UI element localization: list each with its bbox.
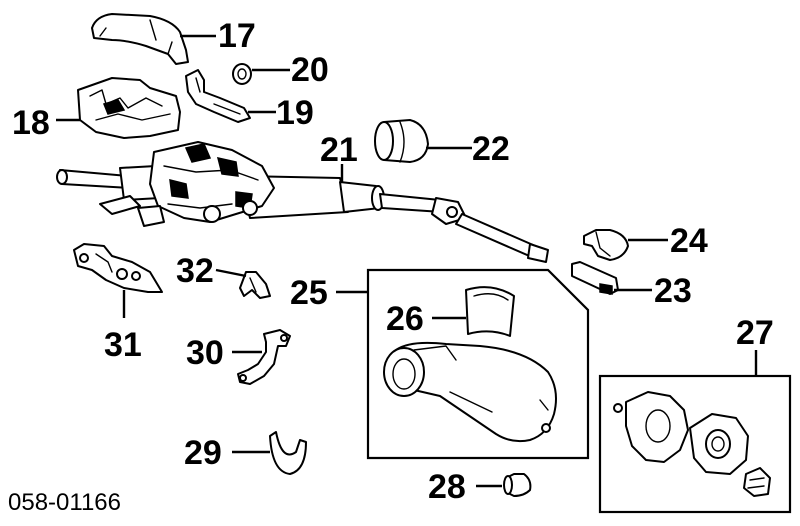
callout-22: 22 xyxy=(472,130,510,168)
callout-20: 20 xyxy=(291,51,329,89)
callout-27: 27 xyxy=(736,314,774,352)
part-17-upper-column-cover xyxy=(91,13,189,65)
part-24-clip xyxy=(583,229,629,261)
part-31-mounting-bracket xyxy=(73,243,163,293)
part-32-small-bracket xyxy=(239,271,271,299)
part-26-cover-half xyxy=(465,286,515,337)
callout-32: 32 xyxy=(176,252,214,290)
part-21-steering-column-assembly xyxy=(56,141,549,263)
callout-24: 24 xyxy=(670,222,708,260)
callout-23: 23 xyxy=(654,272,692,310)
part-25-group-frame xyxy=(366,268,590,460)
callout-29: 29 xyxy=(184,434,222,472)
callout-28: 28 xyxy=(428,468,466,506)
callout-19: 19 xyxy=(276,94,314,132)
callout-18: 18 xyxy=(12,104,50,142)
part-27-group-frame xyxy=(598,374,792,514)
part-18-lower-column-cover xyxy=(77,77,181,139)
part-23-switch xyxy=(571,261,619,295)
callout-31: 31 xyxy=(104,326,142,364)
part-22-sleeve xyxy=(374,119,429,163)
leader-lines xyxy=(56,34,758,488)
part-25-lower-cover xyxy=(383,341,557,443)
part-19-bracket xyxy=(185,69,251,123)
callout-30: 30 xyxy=(186,334,224,372)
callout-21: 21 xyxy=(320,131,358,169)
part-27-switch-assembly xyxy=(613,391,771,497)
part-code-label: 058-01166 xyxy=(8,489,121,516)
callout-17: 17 xyxy=(218,17,256,55)
part-20-ring xyxy=(232,63,252,85)
part-28-plug xyxy=(503,473,532,497)
part-29-band-clip xyxy=(269,431,307,475)
callout-26: 26 xyxy=(386,300,424,338)
callout-labels: 17 20 18 19 21 22 24 23 25 26 27 28 29 3… xyxy=(12,17,774,506)
callout-25: 25 xyxy=(290,274,328,312)
part-30-clamp xyxy=(237,329,291,385)
